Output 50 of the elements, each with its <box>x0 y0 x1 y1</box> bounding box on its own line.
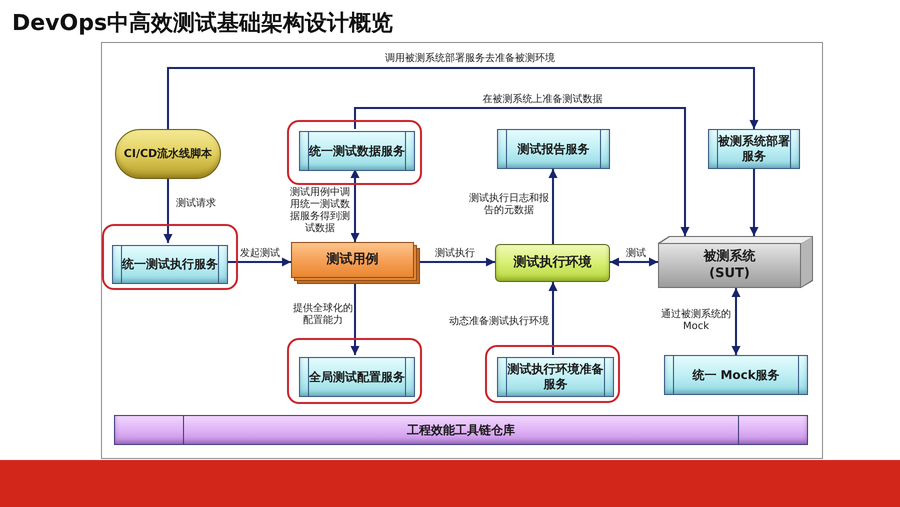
service-box <box>497 357 614 397</box>
node-label: 统一测试执行服务 <box>122 257 218 272</box>
connector-arrow <box>420 258 495 266</box>
node-label: 统一测试数据服务 <box>309 144 405 158</box>
diagram-title: DevOps中高效测试基础架构设计概览 <box>12 10 394 38</box>
node-label: 测试执行环境准备服务 <box>506 362 604 392</box>
service-box <box>497 129 610 169</box>
edge-label: 测试执行日志和报告的元数据 <box>469 193 549 217</box>
node-label: 测试报告服务 <box>518 142 590 156</box>
service-box <box>299 131 415 171</box>
edge-label: 测试用例中调用统一测试数据服务得到测试数据 <box>289 187 351 235</box>
edge-label: 在被测系统上准备测试数据 <box>480 94 605 106</box>
node-label: 全局测试配置服务 <box>309 370 405 384</box>
connector-arrow <box>548 169 558 244</box>
service-box <box>112 245 228 284</box>
connector-arrow <box>354 107 690 236</box>
edge-label: 动态准备测试执行环境 <box>449 316 549 328</box>
node-label: 测试用例 <box>326 252 378 268</box>
connector-arrow <box>750 169 758 236</box>
highlight-frame <box>287 120 422 185</box>
node-label: 统一 Mock服务 <box>692 368 780 382</box>
connector-arrow <box>732 288 740 355</box>
pipeline-pill <box>115 129 221 179</box>
service-box <box>299 357 415 397</box>
system-block <box>658 236 813 288</box>
edge-label: 测试 <box>623 248 649 260</box>
node-label: 工程效能工具链仓库 <box>407 422 515 438</box>
node-label: 被测系统部署服务 <box>717 134 791 164</box>
connector-arrow <box>610 258 658 266</box>
node-label: CI/CD流水线脚本 <box>124 147 212 161</box>
node-label: 被测系统 (SUT) <box>702 249 756 282</box>
connector-arrow <box>167 67 758 129</box>
edge-label: 提供全球化的配置能力 <box>293 303 353 327</box>
environment-box <box>495 244 610 282</box>
connector-arrow <box>548 282 558 355</box>
edge-label: 测试执行 <box>433 248 477 260</box>
highlight-frame <box>485 345 620 403</box>
connector-arrow <box>164 179 172 243</box>
highlight-frame <box>102 224 238 290</box>
highlight-frame <box>287 338 422 404</box>
service-box <box>664 355 808 395</box>
connector-arrow <box>350 169 360 242</box>
edge-label: 发起测试 <box>238 248 282 260</box>
test-case-stack <box>291 242 420 284</box>
connector-arrow <box>226 258 291 266</box>
edge-label: 测试请求 <box>174 198 218 210</box>
connector-arrow <box>350 284 360 355</box>
node-label: 测试执行环境 <box>514 254 592 272</box>
service-box <box>708 129 800 169</box>
repository-bar <box>114 415 808 445</box>
